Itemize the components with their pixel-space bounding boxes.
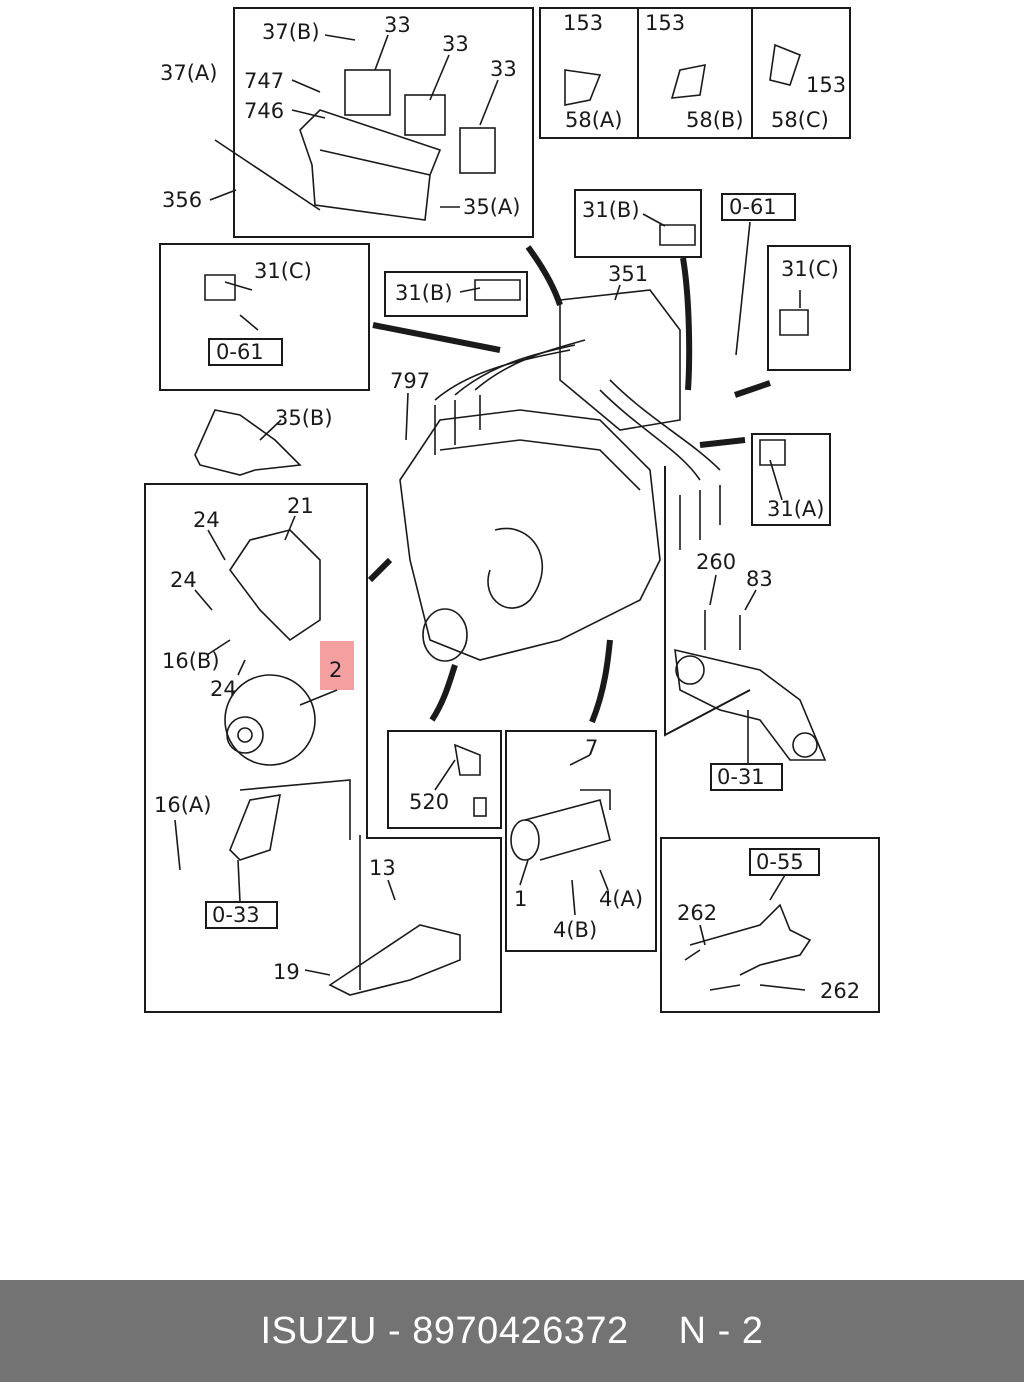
label-33-mid: 33 — [442, 32, 469, 56]
label-033: 0-33 — [212, 903, 260, 927]
label-061-left: 0-61 — [216, 340, 264, 364]
frame-clip-31b-top — [574, 189, 702, 258]
frame-ignition-coil — [233, 7, 534, 238]
parts-diagram: 37(B) 33 33 33 37(A) 747 746 356 35(A) 1… — [144, 7, 880, 1013]
page-reference: N - 2 — [678, 1309, 764, 1352]
frame-alternator — [144, 483, 502, 1013]
label-746: 746 — [244, 99, 284, 123]
label-055: 0-55 — [756, 850, 804, 874]
label-33-right: 33 — [490, 57, 517, 81]
label-153-a: 153 — [563, 11, 603, 35]
label-37b: 37(B) — [262, 20, 320, 44]
label-58c: 58(C) — [771, 108, 829, 132]
label-7: 7 — [585, 736, 598, 760]
label-35a: 35(A) — [463, 195, 520, 219]
label-153-c: 153 — [806, 73, 846, 97]
label-061-box: 0-61 — [729, 195, 777, 219]
label-24-top: 24 — [193, 508, 220, 532]
frame-injector-rail — [660, 837, 880, 1013]
brand-separator: - — [377, 1309, 413, 1352]
callout-highlight — [320, 641, 354, 690]
label-356: 356 — [162, 188, 202, 212]
label-24-bottom: 24 — [210, 677, 237, 701]
label-31c-left: 31(C) — [254, 259, 312, 283]
label-31a: 31(A) — [767, 497, 824, 521]
frame-starter — [505, 730, 657, 952]
label-1: 1 — [514, 887, 527, 911]
label-4b: 4(B) — [553, 918, 597, 942]
label-31b-box: 31(B) — [582, 198, 640, 222]
label-2-highlighted: 2 — [329, 658, 342, 682]
label-24-mid: 24 — [170, 568, 197, 592]
label-260: 260 — [696, 550, 736, 574]
frame-brackets — [539, 7, 851, 139]
label-351: 351 — [608, 262, 648, 286]
label-262-bottom: 262 — [820, 979, 860, 1003]
label-35b: 35(B) — [275, 406, 333, 430]
frame-clip-31c-left — [159, 243, 370, 391]
label-37a: 37(A) — [160, 61, 217, 85]
frame-thermostat — [664, 466, 751, 737]
label-13: 13 — [369, 856, 396, 880]
label-16a: 16(A) — [154, 793, 211, 817]
label-797: 797 — [390, 369, 430, 393]
frame-clip-31a — [751, 433, 831, 526]
label-153-b: 153 — [645, 11, 685, 35]
label-031: 0-31 — [717, 765, 765, 789]
label-4a: 4(A) — [599, 887, 643, 911]
label-31c-right: 31(C) — [781, 257, 839, 281]
brand-name: ISUZU — [260, 1309, 377, 1352]
label-19: 19 — [273, 960, 300, 984]
frame-sensor-520 — [387, 730, 502, 829]
label-16b: 16(B) — [162, 649, 220, 673]
label-83: 83 — [746, 567, 773, 591]
label-33-left: 33 — [384, 13, 411, 37]
frame-clip-31b-mid — [384, 271, 528, 317]
label-21: 21 — [287, 494, 314, 518]
part-number-footer: ISUZU - 8970426372 N - 2 — [0, 1280, 1024, 1382]
label-31b-mid: 31(B) — [395, 281, 453, 305]
label-58a: 58(A) — [565, 108, 622, 132]
part-number: 8970426372 — [412, 1309, 629, 1352]
frame-clip-31c-right — [767, 245, 851, 371]
label-58b: 58(B) — [686, 108, 744, 132]
label-520: 520 — [409, 790, 449, 814]
label-747: 747 — [244, 69, 284, 93]
label-262-top: 262 — [677, 901, 717, 925]
